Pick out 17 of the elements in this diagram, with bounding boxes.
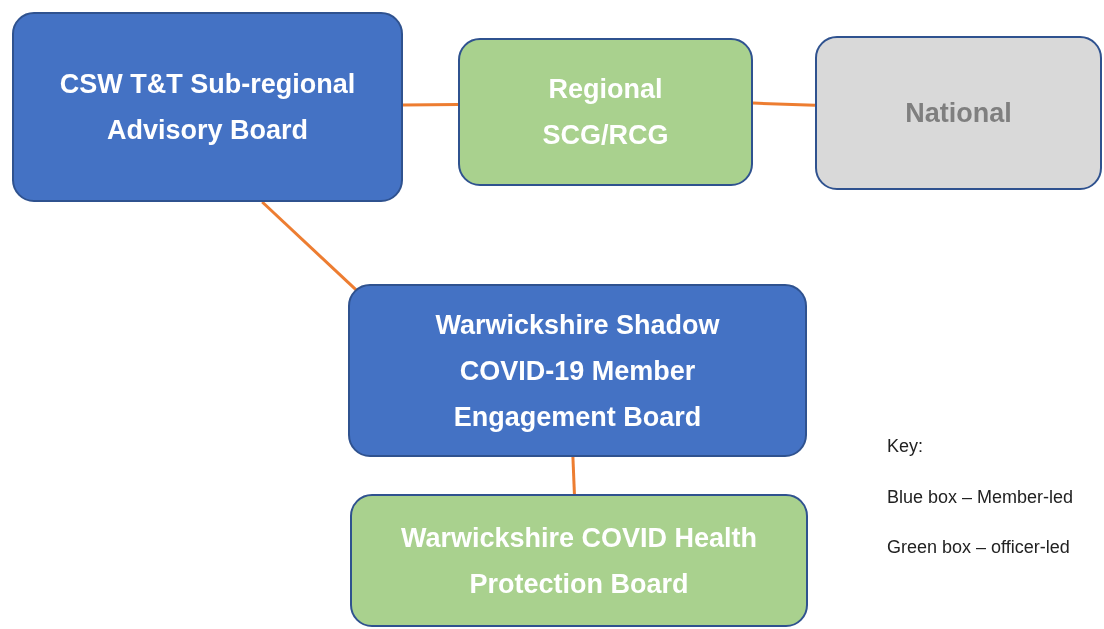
key-entry: Green box – officer-led (887, 537, 1070, 558)
board-name: Warwickshire Shadow COVID-19 Member Engagement Board (434, 308, 721, 434)
board-name: Regional SCG/RCG (541, 73, 670, 152)
key-entry: Blue box – Member-led (887, 487, 1074, 508)
board-box (350, 494, 808, 627)
connector-line (571, 456, 576, 495)
connector-line (752, 101, 816, 107)
board-name: National (905, 97, 1012, 130)
board-box (458, 38, 753, 186)
board-box (12, 12, 403, 202)
board-name: Warwickshire COVID Health Protection Board (399, 521, 759, 601)
connector-line (261, 200, 359, 292)
key-heading: Key: (887, 436, 924, 457)
board-name: CSW T&T Sub-regional Advisory Board (58, 68, 357, 147)
board-box (815, 36, 1102, 190)
connector-line (403, 103, 458, 107)
board-box (348, 284, 807, 457)
